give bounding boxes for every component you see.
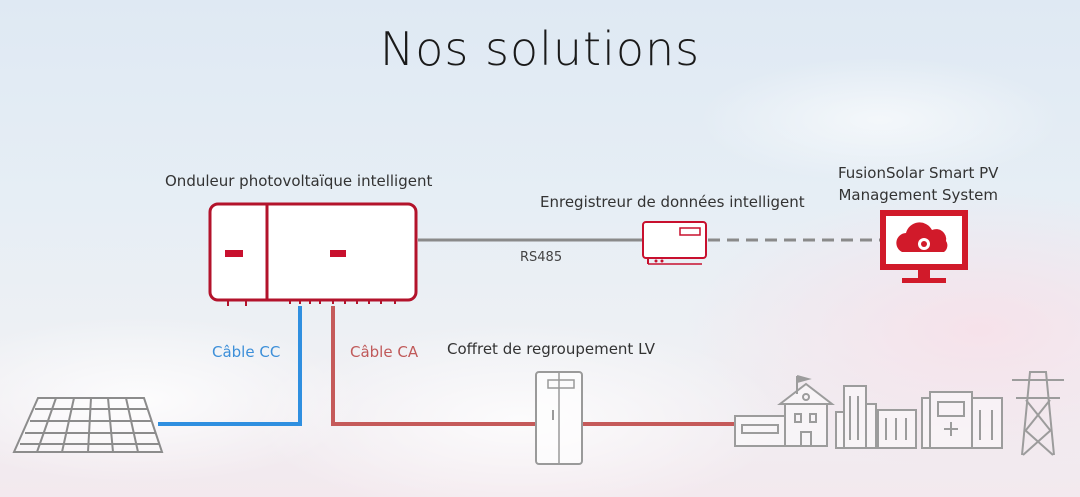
lv-box-icon xyxy=(535,371,583,465)
dc-cable-label: Câble CC xyxy=(212,343,281,361)
monitor-cloud-icon xyxy=(880,210,968,283)
lv-box-label: Coffret de regroupement LV xyxy=(447,340,656,358)
data-logger-icon xyxy=(642,221,707,265)
fusion-label: FusionSolar Smart PV Management System xyxy=(838,162,998,206)
inverter-icon xyxy=(208,202,418,306)
solar-panel-icon xyxy=(12,397,164,453)
pylon-icon xyxy=(1012,371,1064,456)
ac-cable-label: Câble CA xyxy=(350,343,419,361)
inverter-label: Onduleur photovoltaïque intelligent xyxy=(165,172,433,190)
fusion-label-line1: FusionSolar Smart PV xyxy=(838,164,999,182)
fusion-label-line2: Management System xyxy=(838,186,998,204)
dc-cable-line xyxy=(158,306,302,426)
buildings-icon xyxy=(734,375,1003,449)
page-title: Nos solutions xyxy=(379,22,701,76)
logger-label: Enregistreur de données intelligent xyxy=(540,193,805,211)
ac-cable-line xyxy=(331,306,535,426)
rs485-label: RS485 xyxy=(520,250,563,265)
